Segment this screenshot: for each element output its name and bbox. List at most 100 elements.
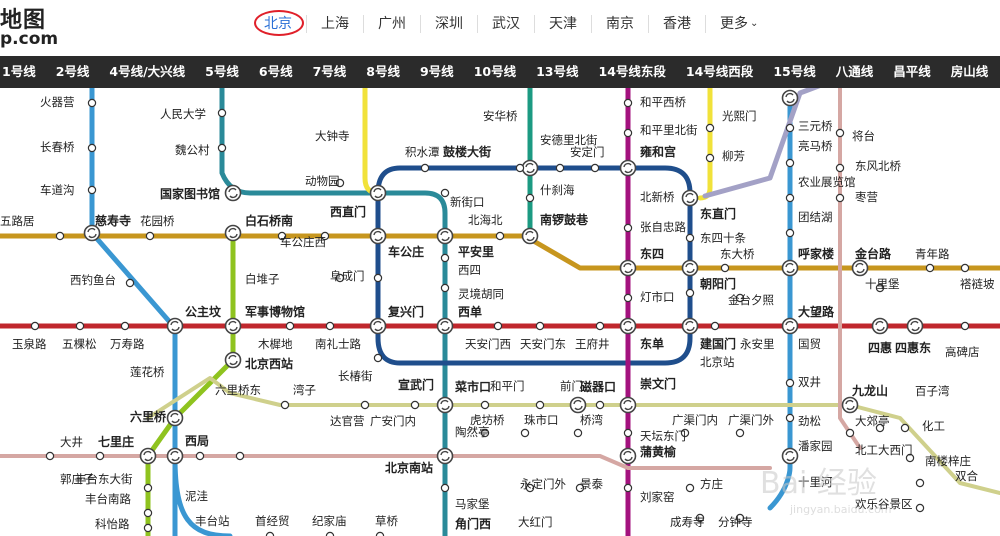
station-label-dongfengbeiqiao[interactable]: 东风北桥 bbox=[855, 159, 901, 173]
transfer-station-icon-pinganli[interactable] bbox=[436, 227, 454, 245]
station-label-lianhuaqiao[interactable]: 莲花桥 bbox=[130, 365, 165, 379]
station-dot-n12[interactable] bbox=[335, 273, 345, 283]
station-dot-n33[interactable] bbox=[705, 153, 715, 163]
station-label-guozhuangzi[interactable]: 郭庄子 bbox=[60, 472, 95, 486]
station-label-xizhimen[interactable]: 西直门 bbox=[330, 204, 366, 219]
station-dot-n68[interactable] bbox=[623, 483, 633, 493]
station-dot-n30[interactable] bbox=[623, 223, 633, 233]
station-dot-n4[interactable] bbox=[145, 231, 155, 241]
station-label-hepinglibeijie[interactable]: 和平里北街 bbox=[640, 123, 698, 137]
station-label-weigongcun[interactable]: 魏公村 bbox=[175, 143, 210, 157]
station-label-beijingxizhan[interactable]: 北京西站 bbox=[245, 356, 293, 371]
station-label-shichahai[interactable]: 什刹海 bbox=[540, 183, 575, 197]
station-label-qingnianlu[interactable]: 青年路 bbox=[915, 247, 950, 261]
station-dot-n88[interactable] bbox=[915, 503, 925, 513]
station-dot-n23[interactable] bbox=[590, 163, 600, 173]
station-label-hepingxiqiao[interactable]: 和平西桥 bbox=[640, 95, 686, 109]
station-label-xiju[interactable]: 西局 bbox=[185, 434, 209, 448]
station-label-daguanying[interactable]: 达官营 bbox=[330, 414, 365, 428]
station-dot-n56[interactable] bbox=[535, 400, 545, 410]
station-dot-n35[interactable] bbox=[720, 263, 730, 273]
transfer-station-icon-junshibowuguan[interactable] bbox=[224, 317, 242, 335]
transfer-station-icon-chaoyangmen[interactable] bbox=[681, 259, 699, 277]
transfer-station-icon-dongdan[interactable] bbox=[619, 317, 637, 335]
station-label-wulu[interactable]: 五路居 bbox=[0, 214, 35, 228]
station-label-jinghu[interactable]: 景泰 bbox=[580, 477, 603, 491]
subway-map[interactable]: 火器营长春桥车道沟慈寿寺五路居花园桥西钓鱼台公主坟人民大学魏公村国家图书馆白石桥… bbox=[0, 88, 1000, 536]
station-dot-n36[interactable] bbox=[685, 288, 695, 298]
transfer-station-icon-xuanwumen[interactable] bbox=[436, 396, 454, 414]
station-label-jiaomenxi[interactable]: 角门西 bbox=[455, 516, 491, 531]
station-dot-n75[interactable] bbox=[95, 451, 105, 461]
station-label-dazhongsi[interactable]: 大钟寺 bbox=[315, 129, 350, 143]
station-label-liuliqiaodong[interactable]: 六里桥东 bbox=[215, 383, 261, 397]
station-dot-n6[interactable] bbox=[217, 108, 227, 118]
station-dot-n70[interactable] bbox=[143, 483, 153, 493]
transfer-station-icon-shilihe[interactable] bbox=[781, 447, 799, 465]
station-label-cishikou[interactable]: 磁器口 bbox=[579, 379, 616, 394]
station-label-guanganmennei[interactable]: 广安门内 bbox=[370, 414, 416, 428]
station-label-yonganli[interactable]: 永安里 bbox=[740, 337, 775, 351]
station-label-majiapu[interactable]: 马家堡 bbox=[455, 497, 490, 511]
station-label-huagong[interactable]: 化工 bbox=[922, 419, 945, 433]
station-dot-n63[interactable] bbox=[573, 428, 583, 438]
station-label-jijiamiao[interactable]: 纪家庙 bbox=[312, 514, 347, 528]
station-label-fuxingmen[interactable]: 复兴门 bbox=[387, 304, 424, 319]
station-label-xuanwumen[interactable]: 宣武门 bbox=[398, 377, 434, 392]
station-label-zhangzizhonglu[interactable]: 张自忠路 bbox=[640, 220, 686, 234]
station-label-dongwuyuan[interactable]: 动物园 bbox=[305, 174, 340, 188]
station-label-tiananmenxi[interactable]: 天安门西 bbox=[465, 337, 511, 351]
transfer-station-icon-yonghegong[interactable] bbox=[619, 159, 637, 177]
transfer-station-icon-sanyuanqiao[interactable] bbox=[781, 89, 799, 107]
transfer-station-icon-dawanglu[interactable] bbox=[781, 317, 799, 335]
station-label-sihuidong[interactable]: 四惠东 bbox=[895, 340, 931, 355]
station-dot-n52[interactable] bbox=[493, 321, 503, 331]
transfer-station-icon-xizhimen[interactable] bbox=[369, 184, 387, 202]
station-dot-n32[interactable] bbox=[705, 123, 715, 133]
station-label-chongwenmen[interactable]: 崇文门 bbox=[640, 376, 676, 391]
city-tab-tianjin[interactable]: 天津 bbox=[535, 15, 592, 33]
station-label-guangximen[interactable]: 光熙门 bbox=[722, 109, 757, 123]
transfer-station-icon-cishikou[interactable] bbox=[569, 396, 587, 414]
station-label-panjiayuan[interactable]: 潘家园 bbox=[798, 439, 833, 453]
station-label-cisisi[interactable]: 慈寿寺 bbox=[95, 213, 131, 228]
line-tab-12[interactable]: 15号线 bbox=[773, 64, 816, 79]
transfer-station-icon-gongzhufen[interactable] bbox=[166, 317, 184, 335]
station-dot-n44[interactable] bbox=[785, 413, 795, 423]
station-dot-n31[interactable] bbox=[623, 293, 633, 303]
line-tab-2[interactable]: 4号线/大兴线 bbox=[109, 64, 186, 79]
line-tab-15[interactable]: 房山线 bbox=[950, 64, 989, 79]
transfer-station-icon-guojiatushuguan[interactable] bbox=[224, 184, 242, 202]
station-label-lingjinghutong[interactable]: 灵境胡同 bbox=[458, 287, 504, 301]
transfer-station-icon-fuxingmen[interactable] bbox=[369, 317, 387, 335]
station-label-liuliqiao[interactable]: 六里桥 bbox=[130, 409, 167, 424]
line-tab-9[interactable]: 13号线 bbox=[536, 64, 579, 79]
station-dot-n42[interactable] bbox=[785, 228, 795, 238]
station-label-huoqiying[interactable]: 火器营 bbox=[40, 95, 75, 109]
station-label-cihuixian[interactable]: 褡裢坡 bbox=[960, 277, 995, 291]
station-label-chedaogou[interactable]: 车道沟 bbox=[40, 183, 75, 197]
station-dot-n18[interactable] bbox=[373, 353, 383, 363]
station-label-liangmaqiao[interactable]: 亮马桥 bbox=[798, 139, 833, 153]
station-dot-n9[interactable] bbox=[420, 163, 430, 173]
station-dot-n24[interactable] bbox=[555, 163, 565, 173]
line-tab-6[interactable]: 8号线 bbox=[366, 64, 400, 79]
city-tab-beijing[interactable]: 北京 bbox=[250, 10, 307, 36]
station-label-jishuitan[interactable]: 积水潭 bbox=[405, 145, 440, 159]
station-dot-n17[interactable] bbox=[325, 321, 335, 331]
station-dot-n27[interactable] bbox=[440, 188, 450, 198]
station-dot-n26[interactable] bbox=[495, 231, 505, 241]
transfer-station-icon-qilizhuang[interactable] bbox=[139, 447, 157, 465]
station-dot-n8[interactable] bbox=[335, 178, 345, 188]
station-label-hujialou[interactable]: 呼家楼 bbox=[798, 246, 834, 261]
station-label-shoujingmao[interactable]: 首经贸 bbox=[255, 514, 290, 528]
station-label-chegongzhuangxi[interactable]: 车公庄西 bbox=[280, 235, 326, 249]
station-label-chaoyangmen[interactable]: 朝阳门 bbox=[700, 276, 736, 291]
station-dot-n73[interactable] bbox=[195, 451, 205, 461]
station-label-guangqumenwai[interactable]: 广渠门外 bbox=[728, 413, 774, 427]
station-label-fuchengmen[interactable]: 阜成门 bbox=[330, 269, 365, 283]
station-label-sanyuanqiao[interactable]: 三元桥 bbox=[798, 119, 833, 133]
station-dot-n86[interactable] bbox=[905, 453, 915, 463]
station-dot-n11[interactable] bbox=[277, 231, 287, 241]
station-dot-n74[interactable] bbox=[235, 451, 245, 461]
